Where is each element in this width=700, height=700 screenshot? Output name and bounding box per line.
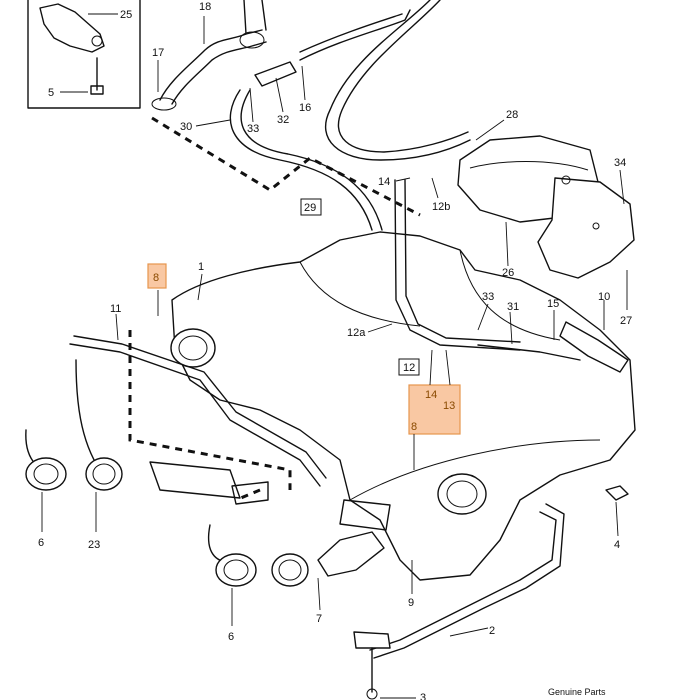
callout-32: 32 bbox=[277, 114, 289, 126]
callout-31: 31 bbox=[507, 301, 519, 313]
callout-8-upper: 8 bbox=[153, 272, 159, 284]
callout-17: 17 bbox=[152, 47, 164, 59]
fuel-pump-left bbox=[25, 359, 269, 505]
callout-11: 11 bbox=[110, 303, 121, 315]
callout-30: 30 bbox=[180, 121, 192, 133]
callout-9: 9 bbox=[408, 597, 414, 609]
callout-34: 34 bbox=[614, 157, 626, 169]
callout-16: 16 bbox=[299, 102, 311, 114]
highlight-box-14-13-8 bbox=[408, 384, 461, 435]
pipes bbox=[69, 179, 629, 487]
callout-26: 26 bbox=[502, 267, 514, 279]
dashed-outlines bbox=[128, 116, 421, 502]
callout-25: 25 bbox=[120, 9, 132, 21]
callout-10: 10 bbox=[598, 291, 610, 303]
callout-15: 15 bbox=[547, 298, 559, 310]
fuel-tank bbox=[170, 231, 636, 581]
callout-12b: 12b bbox=[432, 201, 450, 213]
callout-14-lower: 14 bbox=[425, 389, 437, 401]
callout-6-lower: 6 bbox=[228, 631, 234, 643]
callout-7: 7 bbox=[316, 613, 322, 625]
charcoal-canister bbox=[457, 135, 635, 279]
top-hoses bbox=[151, 0, 471, 231]
callout-13: 13 bbox=[443, 400, 455, 412]
callout-33-lower: 33 bbox=[482, 291, 494, 303]
highlight-box-8a bbox=[147, 263, 167, 289]
callout-3: 3 bbox=[420, 692, 426, 700]
callout-8-lower: 8 bbox=[411, 421, 417, 433]
callout-6-left: 6 bbox=[38, 537, 44, 549]
tank-strap bbox=[353, 503, 565, 700]
callout-12-box bbox=[398, 358, 420, 376]
callout-12a: 12a bbox=[347, 327, 366, 339]
callout-labels: 25 5 18 17 30 33 32 16 28 14 12b 29 34 2… bbox=[38, 1, 632, 700]
fuel-pump-lower bbox=[208, 499, 391, 587]
footer-genuine-parts: Genuine Parts bbox=[548, 687, 606, 697]
callout-14: 14 bbox=[378, 176, 390, 188]
callout-28: 28 bbox=[506, 109, 518, 121]
callout-1: 1 bbox=[198, 261, 204, 273]
inset-box bbox=[27, 0, 141, 109]
callout-18: 18 bbox=[199, 1, 211, 13]
callout-12: 12 bbox=[403, 362, 415, 374]
callout-27: 27 bbox=[620, 315, 632, 327]
callout-23: 23 bbox=[88, 539, 100, 551]
callout-33: 33 bbox=[247, 123, 259, 135]
callout-4: 4 bbox=[614, 539, 620, 551]
callout-5: 5 bbox=[48, 87, 54, 99]
clip-part bbox=[605, 485, 629, 501]
callout-29-box bbox=[300, 198, 322, 216]
callout-2: 2 bbox=[489, 625, 495, 637]
callout-29: 29 bbox=[304, 202, 316, 214]
leader-lines bbox=[41, 16, 628, 699]
